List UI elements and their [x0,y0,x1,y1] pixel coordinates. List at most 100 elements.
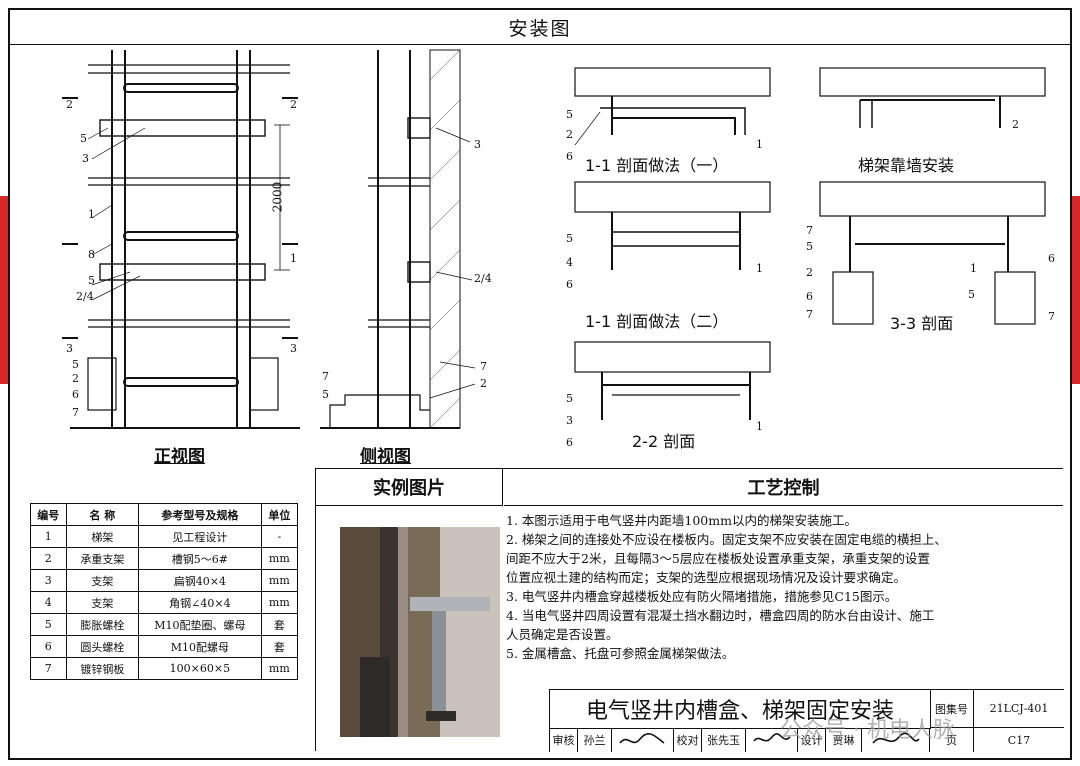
table-cell: 6 [30,635,67,658]
front-label: 5 [72,358,79,371]
table-cell: 套 [260,613,299,636]
sheet-title: 安装图 [10,10,1070,45]
section-2-2-title: 2-2 剖面 [632,432,696,451]
front-label: 8 [88,248,95,261]
table-cell: 支架 [65,569,140,592]
table-cell: 套 [260,635,299,658]
table-cell: 1 [30,525,67,548]
section-2-2-drawing [574,341,771,420]
table-cell: 支架 [65,591,140,614]
front-label: 3 [66,342,73,355]
photo-header: 实例图片 [316,469,503,506]
signature-icon [618,732,664,744]
section-1-1-a-drawing [574,67,771,146]
atlas-label: 图集号 [930,690,974,728]
section-wall-mount-drawing [819,67,1046,128]
drawing-title: 电气竖井内槽盒、梯架固定安装 [550,690,931,729]
section-label: 1 [756,420,763,433]
checker-name: 张先玉 [702,728,746,752]
left-red-tab [0,196,10,384]
table-cell: 7 [30,657,67,680]
check-label: 校对 [674,728,702,752]
note-line: 2. 梯架之间的连接处不应设在楼板内。固定支架不应安装在固定电缆的横担上、 [506,532,947,547]
table-cell: 2 [30,547,67,570]
side-label: 3 [474,138,481,151]
right-red-tab [1070,196,1080,384]
table-cell: 5 [30,613,67,636]
section-label: 6 [566,436,573,449]
front-label: 2/4 [76,290,94,303]
table-cell: 3 [30,569,67,592]
table-header: 名 称 [65,503,140,526]
note-line: 1. 本图示适用于电气竖井内距墙100mm以内的梯架安装施工。 [506,513,857,528]
example-photo [340,527,500,737]
section-label: 6 [806,290,813,303]
signature-icon [871,732,920,744]
reviewer-signature [612,728,674,752]
table-header-row: 编号 名 称 参考型号及规格 单位 [30,503,299,526]
signature-icon [752,733,791,742]
section-label: 5 [566,232,573,245]
front-label: 2 [66,98,73,111]
title-block: 电气竖井内槽盒、梯架固定安装 图集号 21LCJ-401 审核 孙兰 校对 张先… [549,689,1064,752]
table-cell: M10配垫圈、螺母 [138,613,262,636]
front-label: 5 [88,274,95,287]
page-number: C17 [1007,733,1031,747]
section-label: 4 [566,256,573,269]
table-header: 参考型号及规格 [138,503,262,526]
section-label: 6 [1048,252,1055,265]
reviewer-name: 孙兰 [578,728,612,752]
table-cell: 圆头螺栓 [65,635,140,658]
section-label: 2 [566,128,573,141]
side-label: 2 [480,377,487,390]
table-cell: M10配螺母 [138,635,262,658]
front-label: 6 [72,388,79,401]
page-label: 页 [930,728,974,752]
section-1-1-a-title: 1-1 剖面做法（一） [585,156,729,175]
side-view-label: 侧视图 [360,447,411,467]
front-label: 1 [290,252,297,265]
table-cell: 4 [30,591,67,614]
note-line: 4. 当电气竖井四周设置有混凝土挡水翻边时，槽盒四周的防水台由设计、施工 [506,608,935,623]
section-label: 5 [806,240,813,253]
front-label: 3 [82,152,89,165]
section-wall-title: 梯架靠墙安装 [858,156,955,175]
table-header: 单位 [260,503,299,526]
section-label: 1 [756,262,763,275]
section-label: 1 [756,138,763,151]
front-view-drawing [62,50,300,429]
table-cell: 梯架 [65,525,140,548]
section-1-1-b-title: 1-1 剖面做法（二） [585,312,729,331]
table-cell: 角钢∠40×4 [138,591,262,614]
table-cell: 100×60×5 [138,657,262,680]
section-3-3-drawing [819,181,1046,325]
section-label: 7 [806,224,813,237]
section-label: 7 [806,308,813,321]
section-label: 3 [566,414,573,427]
table-cell: mm [260,657,299,680]
note-line: 3. 电气竖井内槽盒穿越楼板处应有防火隔堵措施，措施参见C15图示。 [506,589,898,604]
section-label: 5 [566,108,573,121]
process-notes: 1. 本图示适用于电气竖井内距墙100mm以内的梯架安装施工。 2. 梯架之间的… [506,511,1046,663]
section-label: 2 [1012,118,1019,131]
section-label: 2 [806,266,813,279]
section-1-1-b-drawing [574,181,771,270]
drawing-sheet: 安装图 [8,8,1072,760]
front-label: 7 [72,406,79,419]
note-line: 5. 金属槽盒、托盘可参照金属梯架做法。 [506,646,735,661]
table-cell: 承重支架 [65,547,140,570]
table-cell: 镀锌钢板 [65,657,140,680]
front-label: 5 [80,132,87,145]
side-label: 7 [480,360,487,373]
front-label: 2 [290,98,297,111]
design-label: 设计 [798,728,826,752]
